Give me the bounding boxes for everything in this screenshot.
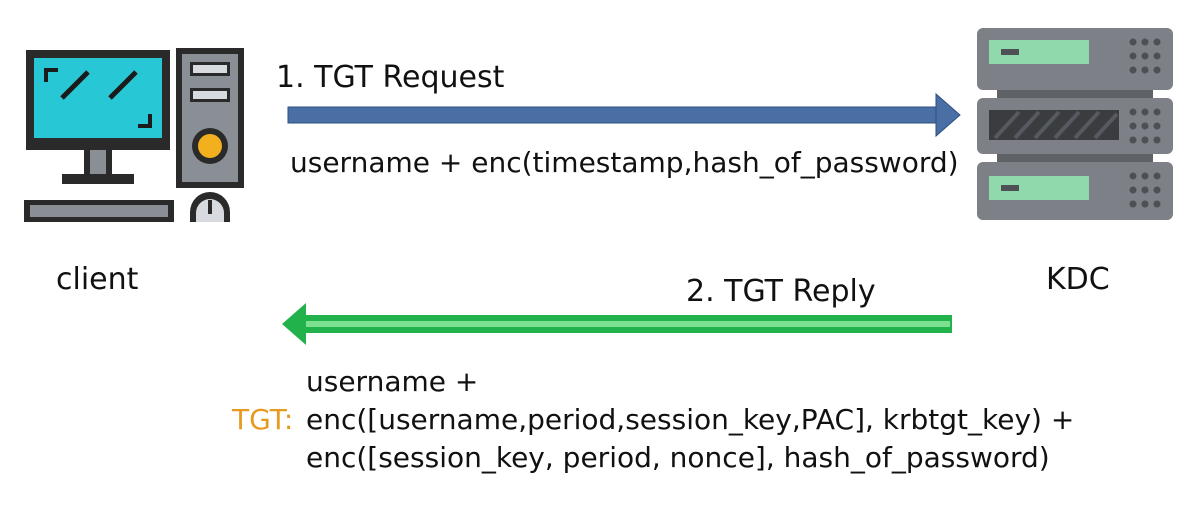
reply-title: 2. TGT Reply xyxy=(686,274,876,309)
client-label: client xyxy=(56,262,139,297)
request-payload: username + enc(timestamp,hash_of_passwor… xyxy=(290,146,959,179)
tgt-label: TGT: xyxy=(232,403,294,436)
reply-payload-line-3: enc([session_key, period, nonce], hash_o… xyxy=(306,441,1050,474)
reply-arrow xyxy=(282,303,952,345)
request-arrow xyxy=(287,92,961,138)
reply-payload-line-1: username + xyxy=(306,365,479,398)
desktop-computer-icon xyxy=(24,48,244,222)
reply-payload-line-2: enc([username,period,session_key,PAC], k… xyxy=(306,403,1075,436)
kdc-label: KDC xyxy=(1046,262,1110,297)
request-title: 1. TGT Request xyxy=(276,60,505,95)
server-rack-icon xyxy=(977,28,1173,220)
